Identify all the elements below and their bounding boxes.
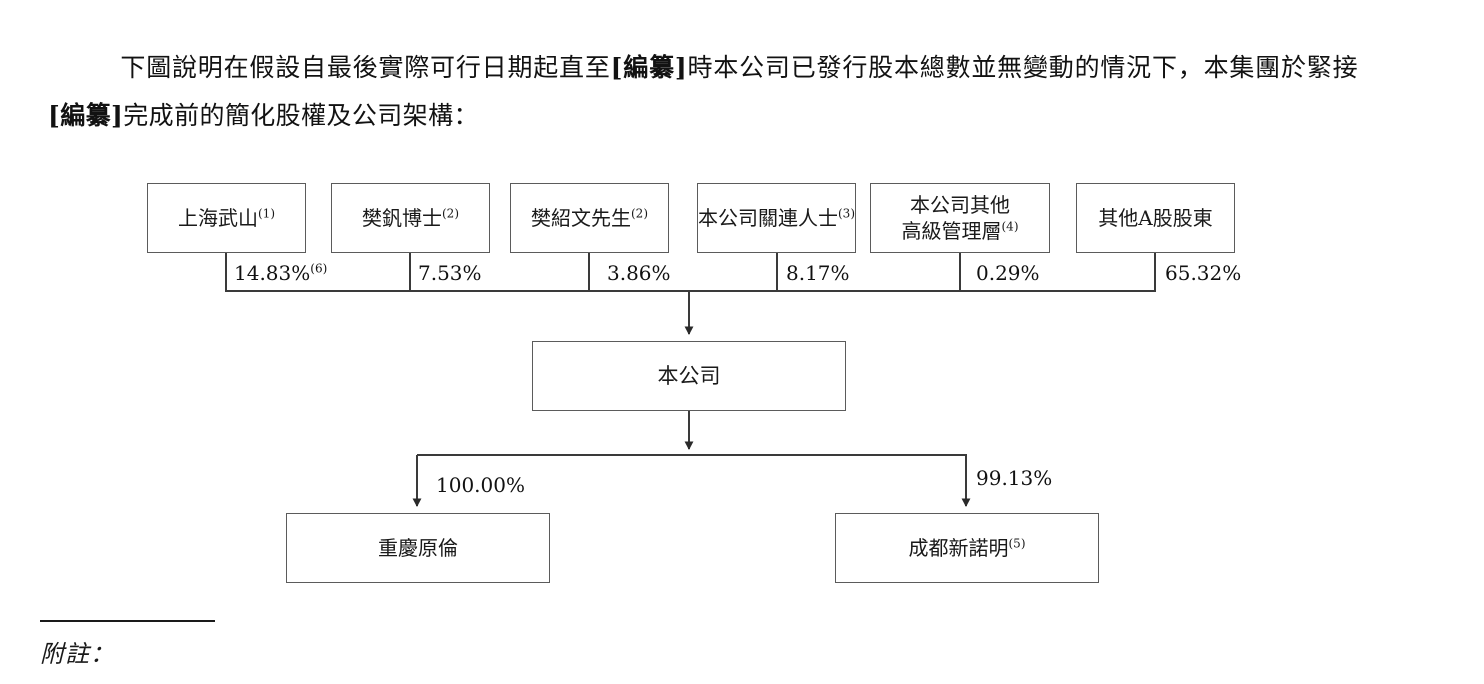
footnote-heading: 附註： [40,640,115,668]
node-shareholder-2[interactable]: 樊釩博士(2) [331,183,490,253]
node-shareholder-4[interactable]: 本公司關連人士(3) [697,183,856,253]
footnote-divider [40,620,215,622]
edge-label-subsidiary-1: 100.00% [436,473,525,497]
node-shareholder-1-label: 上海武山(1) [178,206,275,230]
edge-label-shareholder-4: 8.17% [786,261,850,285]
node-subsidiary-1-label: 重慶原倫 [378,536,458,560]
edge-label-shareholder-3: 3.86% [607,261,671,285]
edge-label-subsidiary-2: 99.13% [976,466,1053,490]
intro-paragraph: 下圖說明在假設自最後實際可行日期起直至[編纂]時本公司已發行股本總數並無變動的情… [48,53,1358,130]
edge-label-shareholder-1: 14.83%(6) [234,261,328,285]
node-subsidiary-1[interactable]: 重慶原倫 [286,513,550,583]
node-shareholder-5-label: 本公司其他高級管理層(4) [901,193,1019,243]
edge-label-shareholder-6: 65.32% [1165,261,1242,285]
node-shareholder-3-label: 樊紹文先生(2) [531,206,648,230]
edge-label-shareholder-2: 7.53% [418,261,482,285]
node-shareholder-6-label: 其他A股股東 [1098,206,1213,230]
node-subsidiary-2-label: 成都新諾明(5) [908,536,1026,560]
node-shareholder-1[interactable]: 上海武山(1) [147,183,306,253]
node-company-label: 本公司 [657,364,721,388]
node-shareholder-5[interactable]: 本公司其他高級管理層(4) [870,183,1050,253]
node-shareholder-6[interactable]: 其他A股股東 [1076,183,1235,253]
node-subsidiary-2[interactable]: 成都新諾明(5) [835,513,1099,583]
edge-label-shareholder-5: 0.29% [976,261,1040,285]
node-company[interactable]: 本公司 [532,341,846,411]
node-shareholder-2-label: 樊釩博士(2) [362,206,459,230]
node-shareholder-4-label: 本公司關連人士(3) [698,206,855,230]
node-shareholder-3[interactable]: 樊紹文先生(2) [510,183,669,253]
